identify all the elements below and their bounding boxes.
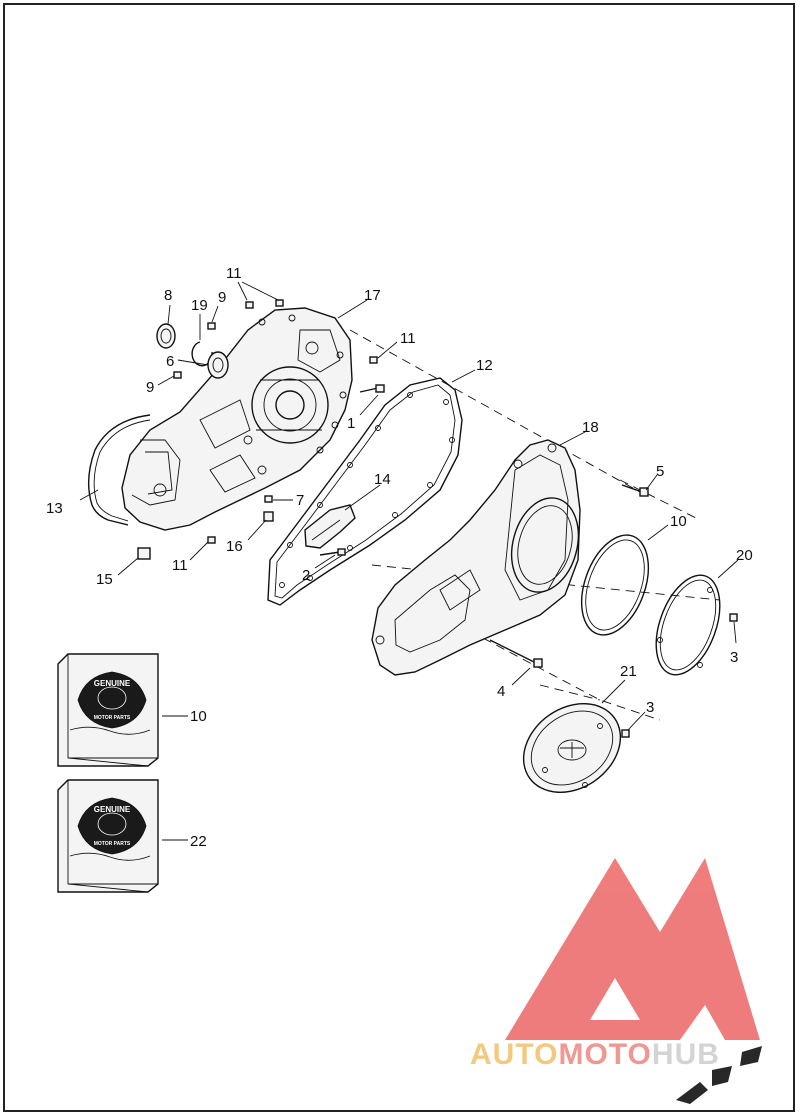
callout-18: 18 bbox=[582, 419, 599, 436]
callout-7: 7 bbox=[296, 492, 304, 509]
logo-triangle-icon bbox=[505, 858, 760, 1040]
callout-21: 21 bbox=[620, 663, 637, 680]
callout-2: 2 bbox=[302, 567, 310, 584]
part-17-inner-primary-housing bbox=[121, 307, 353, 531]
callout-9a: 9 bbox=[218, 289, 226, 306]
callout-17: 17 bbox=[364, 287, 381, 304]
part-9-dowels bbox=[173, 322, 216, 379]
callout-10b: 10 bbox=[190, 708, 207, 725]
part-11-dowels bbox=[207, 299, 378, 544]
callout-11a: 11 bbox=[226, 265, 242, 282]
callout-3b: 3 bbox=[646, 699, 654, 716]
part-2-bolt bbox=[319, 548, 346, 556]
package-22-motor-parts-text: MOTOR PARTS bbox=[94, 841, 131, 847]
part-4-bolt bbox=[489, 639, 543, 668]
part-1-bolt bbox=[359, 384, 385, 393]
callout-20: 20 bbox=[736, 547, 753, 564]
callout-4: 4 bbox=[497, 683, 505, 700]
part-8-seal bbox=[156, 323, 176, 349]
automotohub-logo: AUTOMOTOHUB bbox=[470, 858, 762, 1104]
package-10-motor-parts-text: MOTOR PARTS bbox=[94, 715, 131, 721]
callout-10a: 10 bbox=[670, 513, 687, 530]
callout-11c: 11 bbox=[172, 557, 188, 574]
callout-11b: 11 bbox=[400, 330, 416, 347]
logo-text-part3: HUB bbox=[652, 1038, 720, 1071]
package-10: GENUINE MOTOR PARTS bbox=[57, 653, 159, 767]
callout-3a: 3 bbox=[730, 649, 738, 666]
leader-lines bbox=[79, 281, 739, 841]
callout-numbers: 11 17 8 19 9 6 9 11 12 1 18 14 5 7 13 16… bbox=[46, 265, 753, 850]
callout-14: 14 bbox=[374, 471, 391, 488]
logo-text-part1: AUTO bbox=[470, 1038, 558, 1071]
part-13-gasket bbox=[87, 414, 151, 526]
diagram-frame bbox=[3, 3, 795, 1112]
callout-13: 13 bbox=[46, 500, 63, 517]
package-22-genuine-text: GENUINE bbox=[94, 805, 131, 814]
callout-12: 12 bbox=[476, 357, 493, 374]
part-16-plug bbox=[263, 511, 274, 522]
callout-6: 6 bbox=[166, 353, 174, 370]
part-5-bolt bbox=[621, 484, 649, 497]
package-10-genuine-text: GENUINE bbox=[94, 679, 131, 688]
part-12-gasket bbox=[267, 377, 463, 606]
callout-19: 19 bbox=[191, 297, 208, 314]
part-14-chain-tensioner bbox=[304, 504, 356, 549]
gasket-12-bolt-holes bbox=[279, 392, 455, 588]
callout-1: 1 bbox=[347, 415, 355, 432]
part-15-dowel bbox=[137, 547, 151, 560]
callout-5: 5 bbox=[656, 463, 664, 480]
assembly-dashed-lines bbox=[349, 329, 721, 721]
part-6-bearing bbox=[207, 351, 229, 379]
part-7-screw bbox=[264, 495, 273, 503]
part-18-outer-primary-cover bbox=[371, 439, 581, 676]
logo-text-auto: AUTOMOTOHUB bbox=[470, 1038, 720, 1071]
callout-16: 16 bbox=[226, 538, 243, 555]
callout-8: 8 bbox=[164, 287, 172, 304]
logo-text-part2: MOTO bbox=[558, 1038, 651, 1071]
callout-22: 22 bbox=[190, 833, 207, 850]
part-10-o-ring bbox=[580, 534, 650, 636]
package-22: GENUINE MOTOR PARTS bbox=[57, 779, 159, 893]
part-3-screws bbox=[621, 613, 738, 738]
callout-9b: 9 bbox=[146, 379, 154, 396]
part-20-derby-gasket bbox=[655, 574, 721, 676]
callout-15: 15 bbox=[96, 571, 113, 588]
part-21-derby-cover bbox=[522, 702, 622, 794]
